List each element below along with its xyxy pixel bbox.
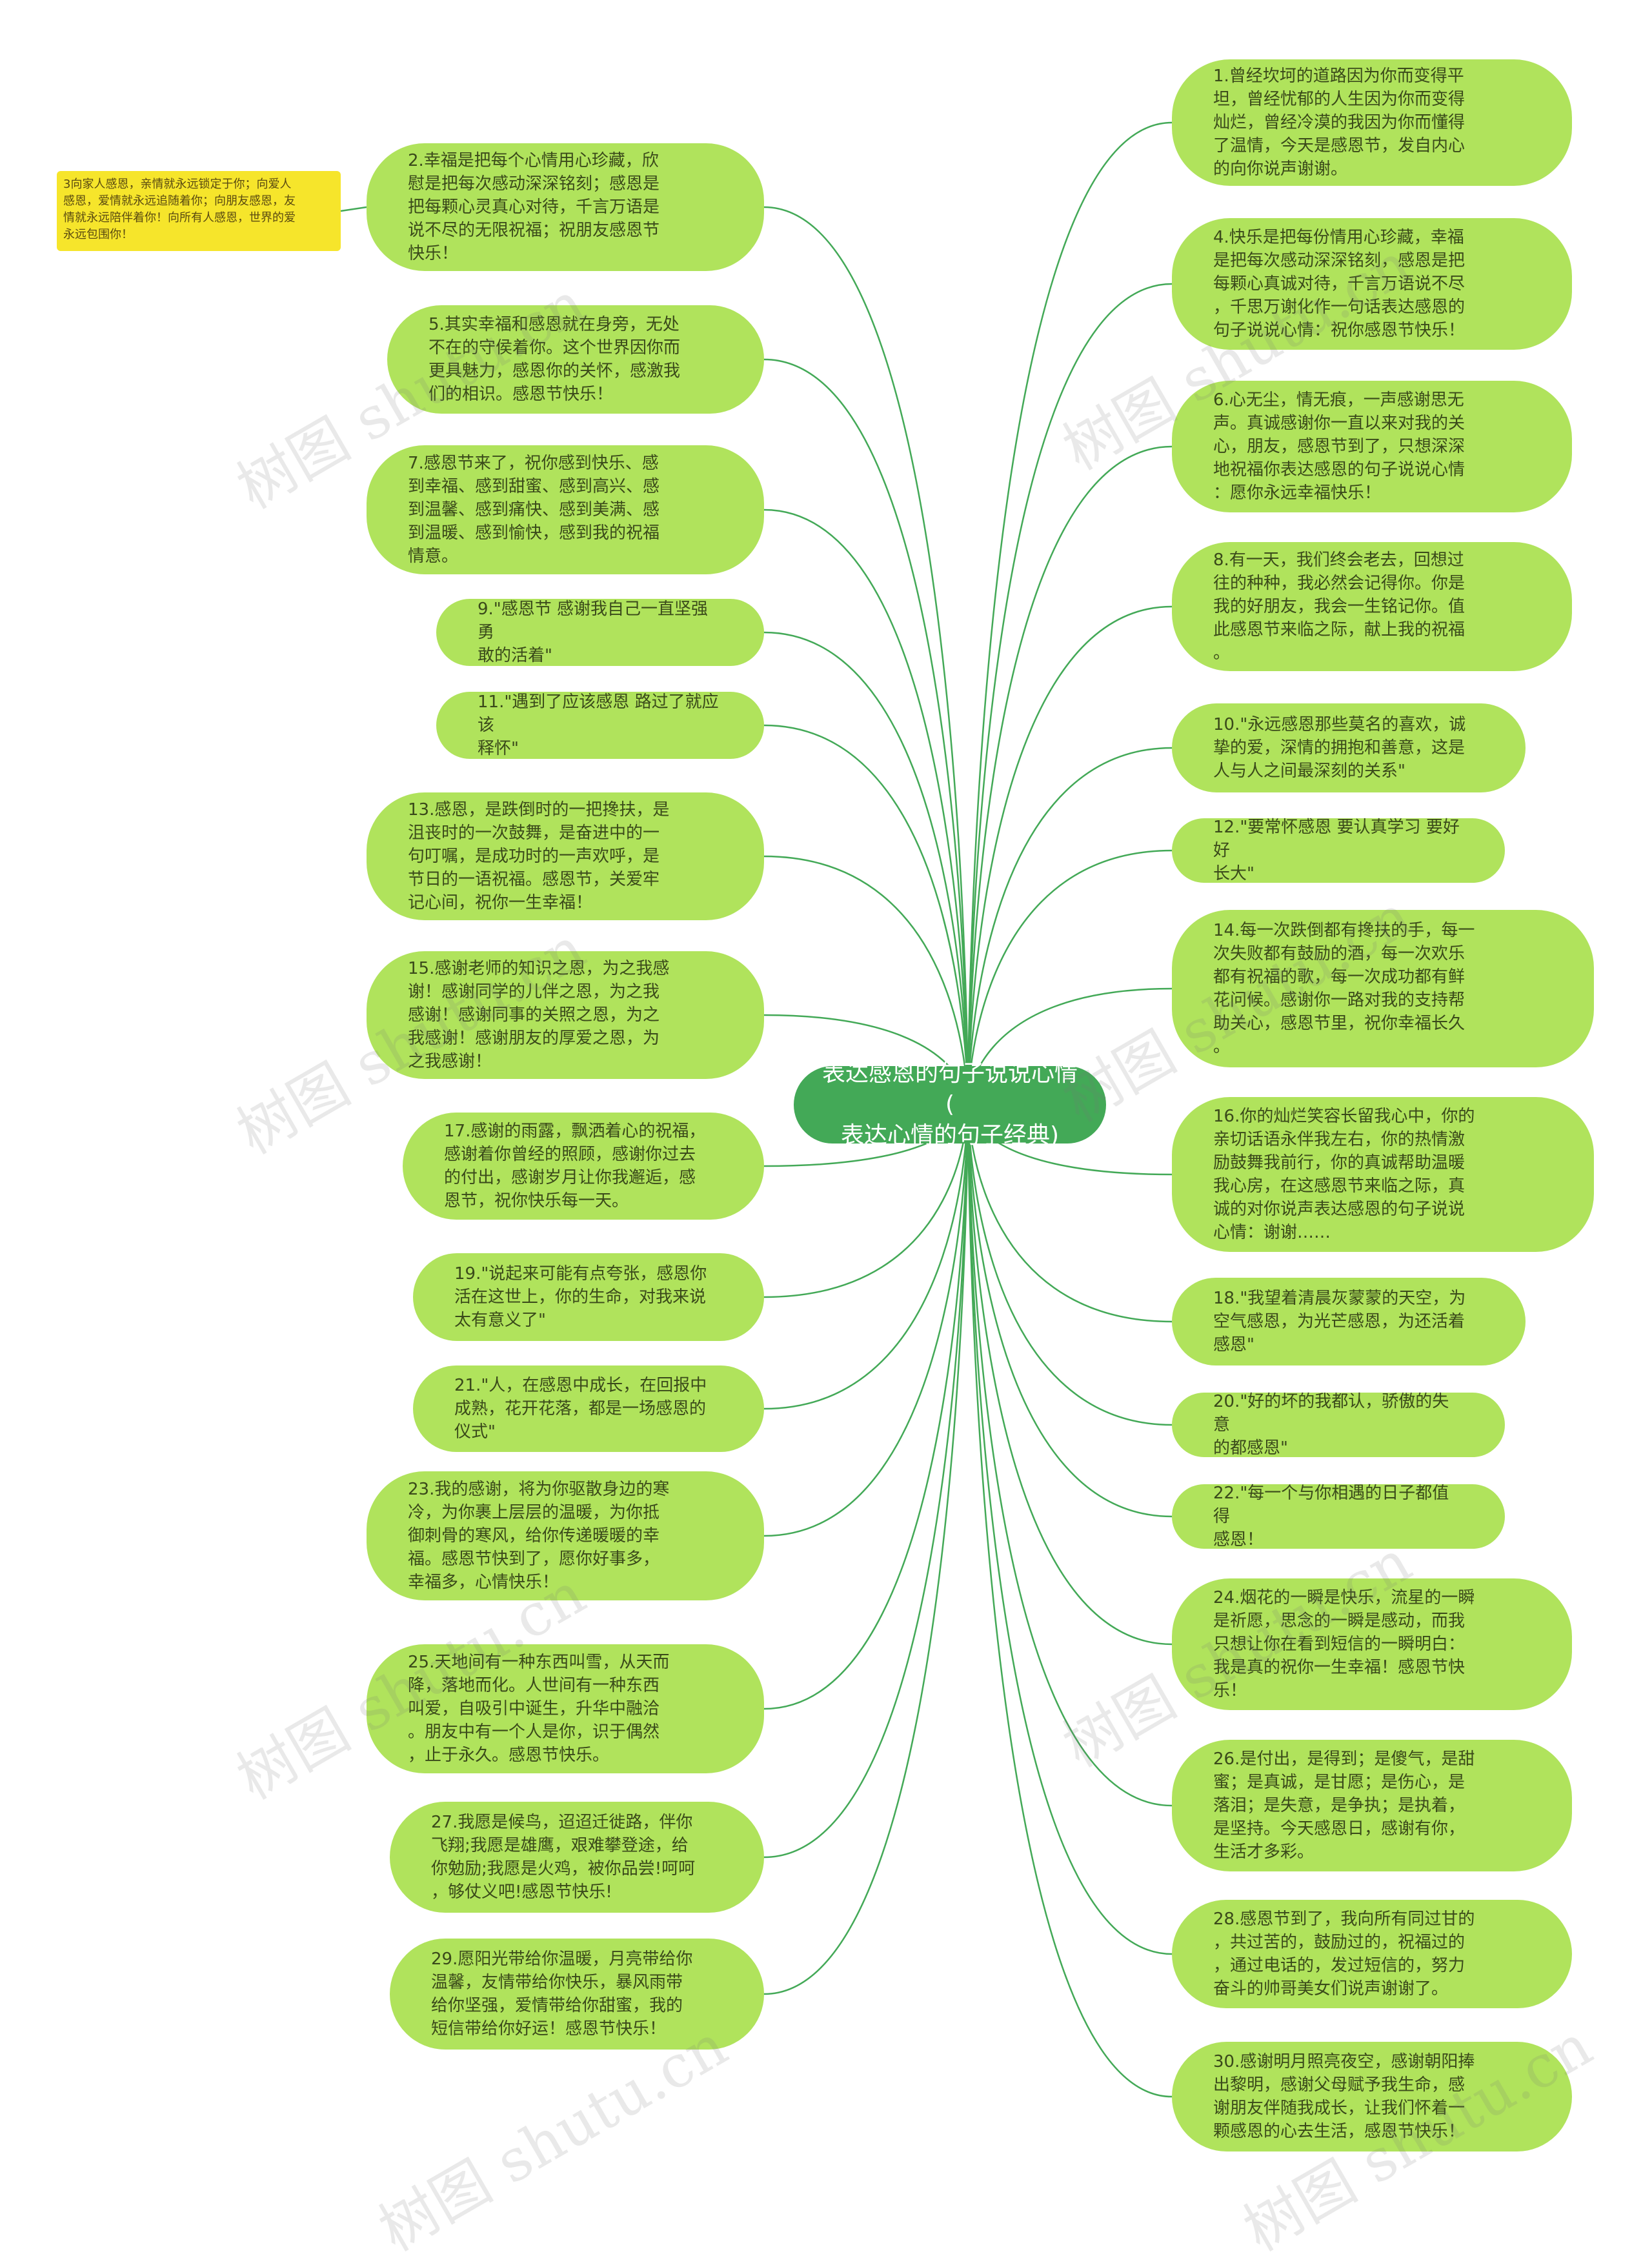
topic-node-label: 20."好的坏的我都认，骄傲的失意 的都感恩" (1213, 1392, 1449, 1458)
topic-node-n22[interactable]: 22."每一个与你相遇的日子都值得 感恩！ (1172, 1484, 1505, 1549)
edge-n27 (763, 1104, 969, 1859)
topic-node-n19[interactable]: 19."说起来可能有点夸张，感恩你 活在这世上，你的生命，对我来说 太有意义了" (413, 1253, 764, 1341)
topic-node-n1[interactable]: 1.曾经坎坷的道路因为你而变得平 坦，曾经忧郁的人生因为你而变得 灿烂，曾经冷漠… (1172, 59, 1572, 186)
topic-node-n20[interactable]: 20."好的坏的我都认，骄傲的失意 的都感恩" (1172, 1392, 1505, 1458)
topic-node-n27[interactable]: 27.我愿是候鸟，迢迢迁徙路，伴你 飞翔;我愿是雄鹰，艰难攀登途，给 你勉励;我… (390, 1802, 764, 1913)
note-node[interactable]: 3向家人感恩，亲情就永远锁定于你；向爱人 感恩，爱情就永远追随着你；向朋友感恩，… (57, 171, 341, 251)
topic-node-n25[interactable]: 25.天地间有一种东西叫雪，从天而 降，落地而化。人世间有一种东西 叫爱，自吸引… (367, 1644, 764, 1773)
topic-node-n24[interactable]: 24.烟花的一瞬是快乐，流星的一瞬 是祈愿，思念的一瞬是感动，而我 只想让你在看… (1172, 1578, 1572, 1710)
topic-node-n8[interactable]: 8.有一天，我们终会老去，回想过 往的种种，我必然会记得你。你是 我的好朋友，我… (1172, 542, 1572, 671)
topic-node-label: 13.感恩，是跌倒时的一把搀扶，是 沮丧时的一次鼓舞，是奋进中的一 句叮嘱，是成… (408, 800, 670, 912)
topic-node-label: 8.有一天，我们终会老去，回想过 往的种种，我必然会记得你。你是 我的好朋友，我… (1213, 550, 1466, 663)
topic-node-label: 28.感恩节到了，我向所有同过甘的 ，共过苦的，鼓励过的，祝福过的 ，通过电话的… (1213, 1909, 1475, 1999)
topic-node-n10[interactable]: 10."永远感恩那些莫名的喜欢，诚 挚的爱，深情的拥抱和善意，这是 人与人之间最… (1172, 703, 1526, 792)
topic-node-n6[interactable]: 6.心无尘，情无痕，一声感谢思无 声。真诚感谢你一直以来对我的关 心，朋友，感恩… (1172, 381, 1572, 512)
topic-node-n23[interactable]: 23.我的感谢，将为你驱散身边的寒 冷，为你裹上层层的温暖，为你抵 御刺骨的寒风… (367, 1471, 764, 1600)
topic-node-n2[interactable]: 2.幸福是把每个心情用心珍藏，欣 慰是把每次感动深深铭刻；感恩是 把每颗心灵真心… (367, 143, 764, 271)
edge-n6 (967, 445, 1173, 1105)
topic-node-label: 12."要常怀感恩 要认真学习 要好好 长大" (1213, 818, 1460, 883)
topic-node-n15[interactable]: 15.感谢老师的知识之恩，为之我感 谢！感谢同学的儿伴之恩，为之我 感谢！感谢同… (367, 951, 764, 1079)
center-node[interactable]: 表达感恩的句子说说心情( 表达心情的句子经典) (794, 1060, 1106, 1149)
mindmap-canvas: 表达感恩的句子说说心情( 表达心情的句子经典) 3向家人感恩，亲情就永远锁定于你… (57, 59, 1603, 2264)
edge-n20 (967, 1104, 1173, 1426)
topic-node-n12[interactable]: 12."要常怀感恩 要认真学习 要好好 长大" (1172, 818, 1505, 883)
edge-n5 (763, 358, 969, 1105)
topic-node-n30[interactable]: 30.感谢明月照亮夜空，感谢朝阳捧 出黎明，感谢父母赋予我生命，感 谢朋友伴随我… (1172, 2042, 1572, 2151)
topic-node-n14[interactable]: 14.每一次跌倒都有搀扶的手，每一 次失败都有鼓励的酒，每一次欢乐 都有祝福的歌… (1172, 910, 1594, 1067)
topic-node-n7[interactable]: 7.感恩节来了，祝你感到快乐、感 到幸福、感到甜蜜、感到高兴、感 到温馨、感到痛… (367, 445, 764, 574)
topic-node-n29[interactable]: 29.愿阳光带给你温暖，月亮带给你 温馨，友情带给你快乐，暴风雨带 给你坚强，爱… (390, 1939, 764, 2050)
topic-node-label: 9."感恩节 感谢我自己一直坚强勇 敢的活着" (478, 599, 709, 665)
topic-node-label: 27.我愿是候鸟，迢迢迁徙路，伴你 飞翔;我愿是雄鹰，艰难攀登途，给 你勉励;我… (431, 1813, 696, 1902)
topic-node-label: 30.感谢明月照亮夜空，感谢朝阳捧 出黎明，感谢父母赋予我生命，感 谢朋友伴随我… (1213, 2052, 1475, 2141)
topic-node-label: 26.是付出，是得到；是傻气，是甜 蜜；是真诚，是甘愿；是伤心，是 落泪；是失意… (1213, 1749, 1475, 1862)
topic-node-label: 2.幸福是把每个心情用心珍藏，欣 慰是把每次感动深深铭刻；感恩是 把每颗心灵真心… (408, 151, 660, 263)
edge-n30 (967, 1104, 1173, 2098)
topic-node-n28[interactable]: 28.感恩节到了，我向所有同过甘的 ，共过苦的，鼓励过的，祝福过的 ，通过电话的… (1172, 1900, 1572, 2008)
topic-node-n16[interactable]: 16.你的灿烂笑容长留我心中，你的 亲切话语永伴我左右，你的热情激 励鼓舞我前行… (1172, 1097, 1594, 1252)
topic-node-n4[interactable]: 4.快乐是把每份情用心珍藏，幸福 是把每次感动深深铭刻，感恩是把 每颗心真诚对待… (1172, 218, 1572, 350)
topic-node-n9[interactable]: 9."感恩节 感谢我自己一直坚强勇 敢的活着" (436, 599, 764, 666)
edge-n1 (967, 121, 1173, 1105)
topic-node-label: 29.愿阳光带给你温暖，月亮带给你 温馨，友情带给你快乐，暴风雨带 给你坚强，爱… (431, 1950, 693, 2039)
edge-note (340, 206, 367, 212)
edge-n9 (763, 631, 969, 1105)
topic-node-label: 7.感恩节来了，祝你感到快乐、感 到幸福、感到甜蜜、感到高兴、感 到温馨、感到痛… (408, 454, 660, 566)
topic-node-label: 14.每一次跌倒都有搀扶的手，每一 次失败都有鼓励的酒，每一次欢乐 都有祝福的歌… (1213, 921, 1475, 1056)
topic-node-n18[interactable]: 18."我望着清晨灰蒙蒙的天空，为 空气感恩，为光芒感恩，为还活着 感恩" (1172, 1278, 1526, 1365)
topic-node-label: 1.曾经坎坷的道路因为你而变得平 坦，曾经忧郁的人生因为你而变得 灿烂，曾经冷漠… (1213, 66, 1466, 179)
topic-node-label: 22."每一个与你相遇的日子都值得 感恩！ (1213, 1484, 1449, 1549)
topic-node-label: 15.感谢老师的知识之恩，为之我感 谢！感谢同学的儿伴之恩，为之我 感谢！感谢同… (408, 959, 670, 1071)
edge-n29 (763, 1104, 969, 1995)
topic-node-label: 11."遇到了应该感恩 路过了就应该 释怀" (478, 692, 719, 758)
edge-n23 (763, 1104, 969, 1537)
topic-node-label: 25.天地间有一种东西叫雪，从天而 降，落地而化。人世间有一种东西 叫爱，自吸引… (408, 1653, 670, 1765)
topic-node-label: 4.快乐是把每份情用心珍藏，幸福 是把每次感动深深铭刻，感恩是把 每颗心真诚对待… (1213, 228, 1466, 340)
edge-n10 (967, 747, 1173, 1105)
topic-node-label: 16.你的灿烂笑容长留我心中，你的 亲切话语永伴我左右，你的热情激 励鼓舞我前行… (1213, 1107, 1475, 1242)
topic-node-n13[interactable]: 13.感恩，是跌倒时的一把搀扶，是 沮丧时的一次鼓舞，是奋进中的一 句叮嘱，是成… (367, 792, 764, 920)
topic-node-n5[interactable]: 5.其实幸福和感恩就在身旁，无处 不在的守侯着你。这个世界因你而 更具魅力，感恩… (387, 305, 764, 414)
edge-n26 (967, 1104, 1173, 1807)
topic-node-n26[interactable]: 26.是付出，是得到；是傻气，是甜 蜜；是真诚，是甘愿；是伤心，是 落泪；是失意… (1172, 1740, 1572, 1871)
topic-node-n21[interactable]: 21."人，在感恩中成长，在回报中 成熟，花开花落，都是一场感恩的 仪式" (413, 1365, 764, 1452)
topic-node-label: 5.其实幸福和感恩就在身旁，无处 不在的守侯着你。这个世界因你而 更具魅力，感恩… (428, 315, 681, 404)
topic-node-n17[interactable]: 17.感谢的雨露，飘洒着心的祝福， 感谢着你曾经的照顾，感谢你过去 的付出，感谢… (403, 1113, 764, 1220)
topic-node-label: 18."我望着清晨灰蒙蒙的天空，为 空气感恩，为光芒感恩，为还活着 感恩" (1213, 1289, 1466, 1355)
edge-n4 (967, 283, 1173, 1105)
topic-node-label: 19."说起来可能有点夸张，感恩你 活在这世上，你的生命，对我来说 太有意义了" (454, 1264, 707, 1330)
topic-node-n11[interactable]: 11."遇到了应该感恩 路过了就应该 释怀" (436, 692, 764, 759)
topic-node-label: 23.我的感谢，将为你驱散身边的寒 冷，为你裹上层层的温暖，为你抵 御刺骨的寒风… (408, 1480, 670, 1592)
edge-n28 (967, 1104, 1173, 1955)
topic-node-label: 10."永远感恩那些莫名的喜欢，诚 挚的爱，深情的拥抱和善意，这是 人与人之间最… (1213, 715, 1466, 781)
topic-node-label: 17.感谢的雨露，飘洒着心的祝福， 感谢着你曾经的照顾，感谢你过去 的付出，感谢… (444, 1122, 706, 1211)
topic-node-label: 21."人，在感恩中成长，在回报中 成熟，花开花落，都是一场感恩的 仪式" (454, 1376, 707, 1442)
edge-n8 (967, 605, 1173, 1105)
center-node-label: 表达感恩的句子说说心情( 表达心情的句子经典) (821, 1060, 1078, 1149)
topic-node-label: 6.心无尘，情无痕，一声感谢思无 声。真诚感谢你一直以来对我的关 心，朋友，感恩… (1213, 390, 1466, 503)
topic-node-label: 24.烟花的一瞬是快乐，流星的一瞬 是祈愿，思念的一瞬是感动，而我 只想让你在看… (1213, 1588, 1475, 1700)
note-node-label: 3向家人感恩，亲情就永远锁定于你；向爱人 感恩，爱情就永远追随着你；向朋友感恩，… (63, 177, 296, 241)
